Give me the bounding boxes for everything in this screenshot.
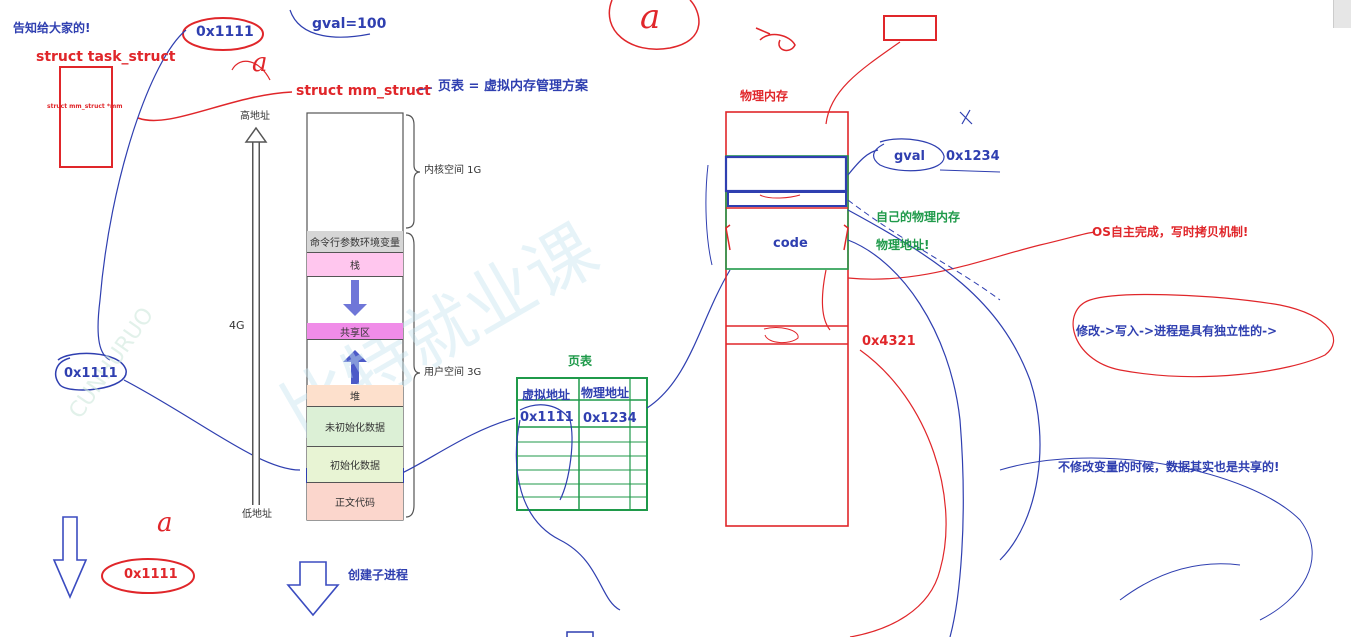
user-bracket	[405, 232, 421, 518]
handwritten-a-bottom: a	[157, 508, 173, 538]
gval-100: gval=100	[312, 16, 387, 32]
segment-stack: 栈	[307, 253, 403, 277]
handwritten-a-top-center: a	[640, 0, 661, 37]
address-space-column	[306, 112, 404, 521]
task-struct-label: struct task_struct	[36, 49, 176, 65]
size-4g-label: 4G	[229, 319, 245, 332]
segment-text-code: 正文代码	[307, 483, 403, 520]
page-table-header-virtual: 虚拟地址	[522, 388, 571, 402]
physical-memory-box	[725, 111, 849, 527]
modify-write-text: 修改->写入->进程是具有独立性的->	[1076, 324, 1278, 338]
code-label: code	[773, 236, 808, 251]
page-table-title: 页表	[568, 354, 593, 368]
addr-bottom-circle	[101, 558, 195, 594]
svg-text:CUNHURUO: CUNHURUO	[64, 303, 159, 423]
segment-heap: 堆	[307, 385, 403, 407]
mm-arrow	[137, 91, 293, 122]
create-child-label: 创建子进程	[348, 568, 409, 582]
page-table-header-physical: 物理地址	[581, 386, 630, 400]
segment-cmdline-env: 命令行参数环境变量	[307, 231, 403, 253]
corner-badge	[1333, 0, 1351, 28]
kernel-space-label: 内核空间 1G	[424, 165, 482, 176]
gval-loop	[289, 9, 371, 38]
top-red-box	[883, 15, 937, 41]
no-modify-shared-text: 不修改变量的时候，数据其实也是共享的!	[1058, 460, 1280, 474]
phys-mem-title: 物理内存	[740, 89, 789, 103]
addr-1234: 0x1234	[946, 149, 1000, 164]
addr-top-circle	[182, 17, 264, 51]
segment-init-data: 初始化数据	[307, 447, 403, 483]
task-struct-box	[59, 66, 113, 168]
phys-addr-label: 物理地址!	[876, 238, 930, 252]
gval-label: gval	[894, 149, 926, 164]
page-table-physical-addr: 0x1234	[583, 411, 637, 426]
mm-struct-label: struct mm_struct	[296, 83, 431, 99]
segment-uninit-data: 未初始化数据	[307, 407, 403, 447]
low-addr-label: 低地址	[242, 509, 272, 520]
gval-right-loop	[873, 138, 945, 172]
page-table-virtual-addr: 0x1111	[520, 410, 574, 425]
down-arrow-left	[52, 516, 88, 600]
high-addr-label: 高地址	[240, 111, 270, 122]
handwritten-a-top-left: a	[252, 48, 268, 78]
down-arrow-child	[286, 561, 340, 617]
page-table-eq: 页表 = 虚拟内存管理方案	[438, 79, 588, 94]
addr-left-loop	[54, 352, 127, 391]
left-long-curve	[97, 29, 187, 361]
addr-bottom: 0x1111	[124, 567, 178, 582]
addr-4321: 0x4321	[862, 334, 916, 349]
own-phys-mem: 自己的物理内存	[876, 210, 961, 224]
user-space-label: 用户空间 3G	[424, 367, 482, 378]
os-cow-text: OS自主完成，写时拷贝机制!	[1092, 225, 1249, 239]
mm-pointer-label: struct mm_struct *mm	[47, 103, 123, 110]
addr-top: 0x1111	[196, 24, 254, 40]
kernel-bracket	[405, 114, 421, 229]
notify-all-text: 告知给大家的!	[13, 21, 91, 35]
addr-left: 0x1111	[64, 366, 118, 381]
segment-shared: 共享区	[307, 323, 403, 340]
